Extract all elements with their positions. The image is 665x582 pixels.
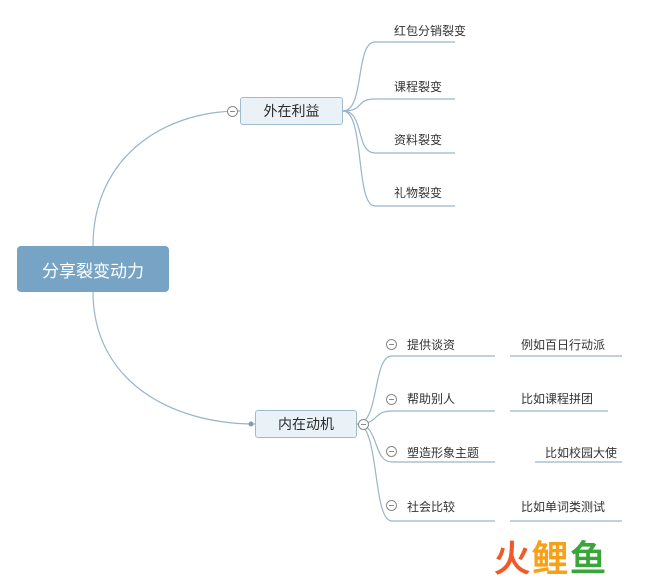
topic-external-benefits[interactable]: 外在利益 [240,97,343,125]
external-item-materials[interactable]: 资料裂变 [394,133,443,147]
collapse-icon[interactable] [358,419,369,430]
internal-example-talking-point[interactable]: 例如百日行动派 [521,338,606,352]
watermark-logo: 火 鲤 鱼 [494,532,606,578]
watermark-char: 火 [494,539,531,580]
internal-item-social-comparison[interactable]: 社会比较 [407,500,456,514]
external-item-course[interactable]: 课程裂变 [394,80,443,94]
internal-item-help-others[interactable]: 帮助别人 [407,392,456,406]
external-item-red-packet[interactable]: 红包分销裂变 [394,24,467,38]
internal-example-image[interactable]: 比如校园大使 [545,446,618,460]
internal-example-social-comparison[interactable]: 比如单词类测试 [521,500,606,514]
internal-example-help-others[interactable]: 比如课程拼团 [521,392,594,406]
watermark-char: 鱼 [570,539,607,580]
watermark-char: 鲤 [532,539,569,580]
root-topic[interactable]: 分享裂变动力 [17,246,169,292]
collapse-icon[interactable] [227,106,238,117]
internal-item-image[interactable]: 塑造形象主题 [407,446,480,460]
topic-internal-motivation[interactable]: 内在动机 [255,410,357,438]
collapse-icon[interactable] [386,500,397,511]
internal-item-talking-point[interactable]: 提供谈资 [407,338,456,352]
collapse-icon[interactable] [386,446,397,457]
external-item-gift[interactable]: 礼物裂变 [394,186,443,200]
collapse-icon[interactable] [386,394,397,405]
collapse-icon[interactable] [386,339,397,350]
